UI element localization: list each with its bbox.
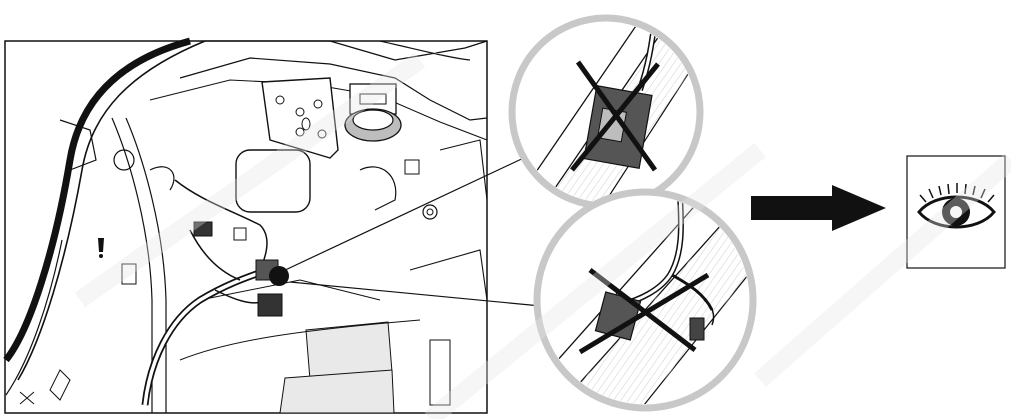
overview-panel <box>3 37 488 414</box>
wiring-harness <box>141 179 268 406</box>
overview-frame <box>4 40 488 414</box>
eye-icon <box>917 183 996 229</box>
connector-lower <box>257 293 283 317</box>
connector-small <box>193 221 213 237</box>
door-frame-inner <box>17 40 206 381</box>
cross-line <box>578 272 710 355</box>
diagonal-watermark <box>74 52 1011 419</box>
floor-pad-lower <box>279 369 395 414</box>
right-arrow-icon <box>751 185 886 231</box>
callout-bottom <box>533 188 757 412</box>
eye-icon-box <box>906 155 1006 269</box>
door-frame-edge <box>3 37 191 363</box>
callout-bottom-ring <box>533 188 757 412</box>
leader-line-bottom <box>289 281 563 309</box>
cross-line <box>570 62 660 172</box>
panel-opening <box>235 149 311 213</box>
leader-line-top <box>280 139 563 273</box>
mounting-plate <box>261 77 339 159</box>
cross-line <box>588 268 697 352</box>
callout-top <box>508 14 704 210</box>
cylinder-component <box>344 83 402 142</box>
